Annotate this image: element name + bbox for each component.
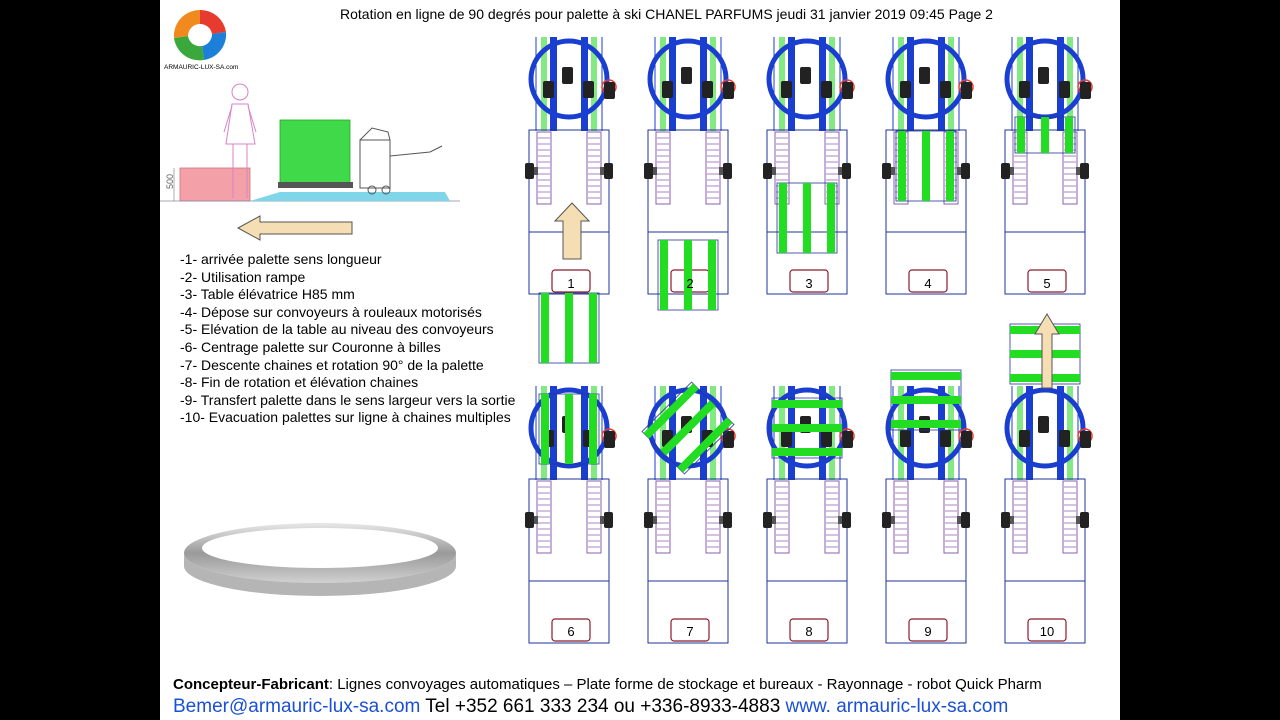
step-item: -5- Elévation de la table au niveau des … [180,321,494,338]
step-item: -4- Dépose sur convoyeurs à rouleaux mot… [180,303,482,320]
station-4: 4 [881,37,973,295]
station-number: 10 [1040,624,1054,639]
station-number: 5 [1043,276,1050,291]
footer-label: Concepteur-Fabricant [173,676,329,693]
footer-line-1: Concepteur-Fabricant: Lignes convoyages … [173,676,1042,693]
step-item: -1- arrivée palette sens longueur [180,251,382,267]
station-number: 6 [567,624,574,639]
step-item: -2- Utilisation rampe [180,268,306,285]
footer-line-2: Bemer@armauric-lux-sa.com Tel +352 661 3… [173,696,1008,718]
footer-phone: Tel +352 661 333 234 ou +336-8933-4883 [420,696,786,717]
ball-bearing-ring-image [184,523,456,596]
rotation-stations-diagram: 1 2 3 4 [524,0,1120,644]
left-arrow-icon [236,215,353,241]
station-9: 9 [881,369,973,644]
station-6: 6 [524,386,616,644]
footer-text: : Lignes convoyages automatiques – Plate… [328,676,1042,693]
logo-text: ARMAURIC-LUX-SA.com [164,64,239,71]
step-item: -6- Centrage palette sur Couronne à bill… [180,338,441,355]
step-item: -3- Table élévatrice H85 mm [180,286,355,303]
station-number: 7 [686,624,693,639]
slide: Rotation en ligne de 90 degrés pour pale… [160,0,1120,720]
armauric-logo-icon [173,9,227,61]
step-item: -7- Descente chaines et rotation 90° de … [180,356,484,373]
station-2: 2 [643,37,735,311]
station-10: 10 [1000,313,1092,644]
footer-email-link[interactable]: Bemer@armauric-lux-sa.com [173,696,421,717]
footer-website-link[interactable]: www. armauric-lux-sa.com [785,696,1009,717]
station-7: 7 [641,381,735,644]
side-view-illustration: 500 [160,83,460,202]
station-number: 8 [805,624,812,639]
station-number: 9 [924,624,931,639]
station-3: 3 [762,37,854,295]
station-1: 1 [524,37,616,364]
steps-list: -1- arrivée palette sens longueur -2- Ut… [180,251,515,427]
page-header: Rotation en ligne de 90 degrés pour pale… [340,6,993,22]
step-item: -10- Evacuation palettes sur ligne à cha… [180,409,511,426]
station-5: 5 [1000,37,1092,295]
station-number: 1 [567,276,574,291]
height-label: 500 [165,174,175,189]
station-number: 4 [924,276,931,291]
step-item: -9- Transfert palette dans le sens large… [180,391,516,408]
step-item: -8- Fin de rotation et élévation chaines [180,374,419,391]
station-number: 2 [686,276,693,291]
station-number: 3 [805,276,812,291]
station-8: 8 [762,386,854,644]
